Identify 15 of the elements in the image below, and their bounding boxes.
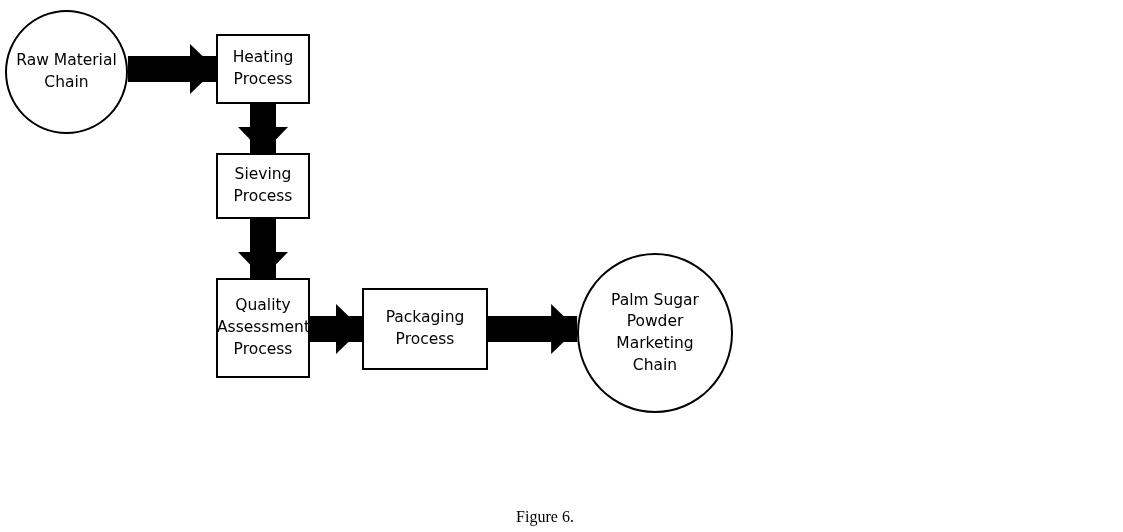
block-arrow	[310, 304, 362, 354]
block-arrow	[127, 44, 216, 94]
node-label: Packaging Process	[384, 307, 466, 350]
process-box	[216, 278, 310, 378]
block-arrow	[238, 104, 288, 153]
node-label: Sieving Process	[232, 164, 294, 207]
block-arrow	[238, 219, 288, 278]
node-label: Raw Material Chain	[15, 50, 118, 93]
node-label: Quality Assessment Process	[216, 295, 311, 360]
figure-caption: Figure 6.	[515, 508, 575, 526]
process-box	[216, 34, 310, 104]
node-label: Heating Process	[231, 47, 295, 90]
node-label: Palm Sugar Powder Marketing Chain	[610, 289, 700, 376]
process-box	[216, 153, 310, 219]
process-box	[362, 288, 488, 370]
